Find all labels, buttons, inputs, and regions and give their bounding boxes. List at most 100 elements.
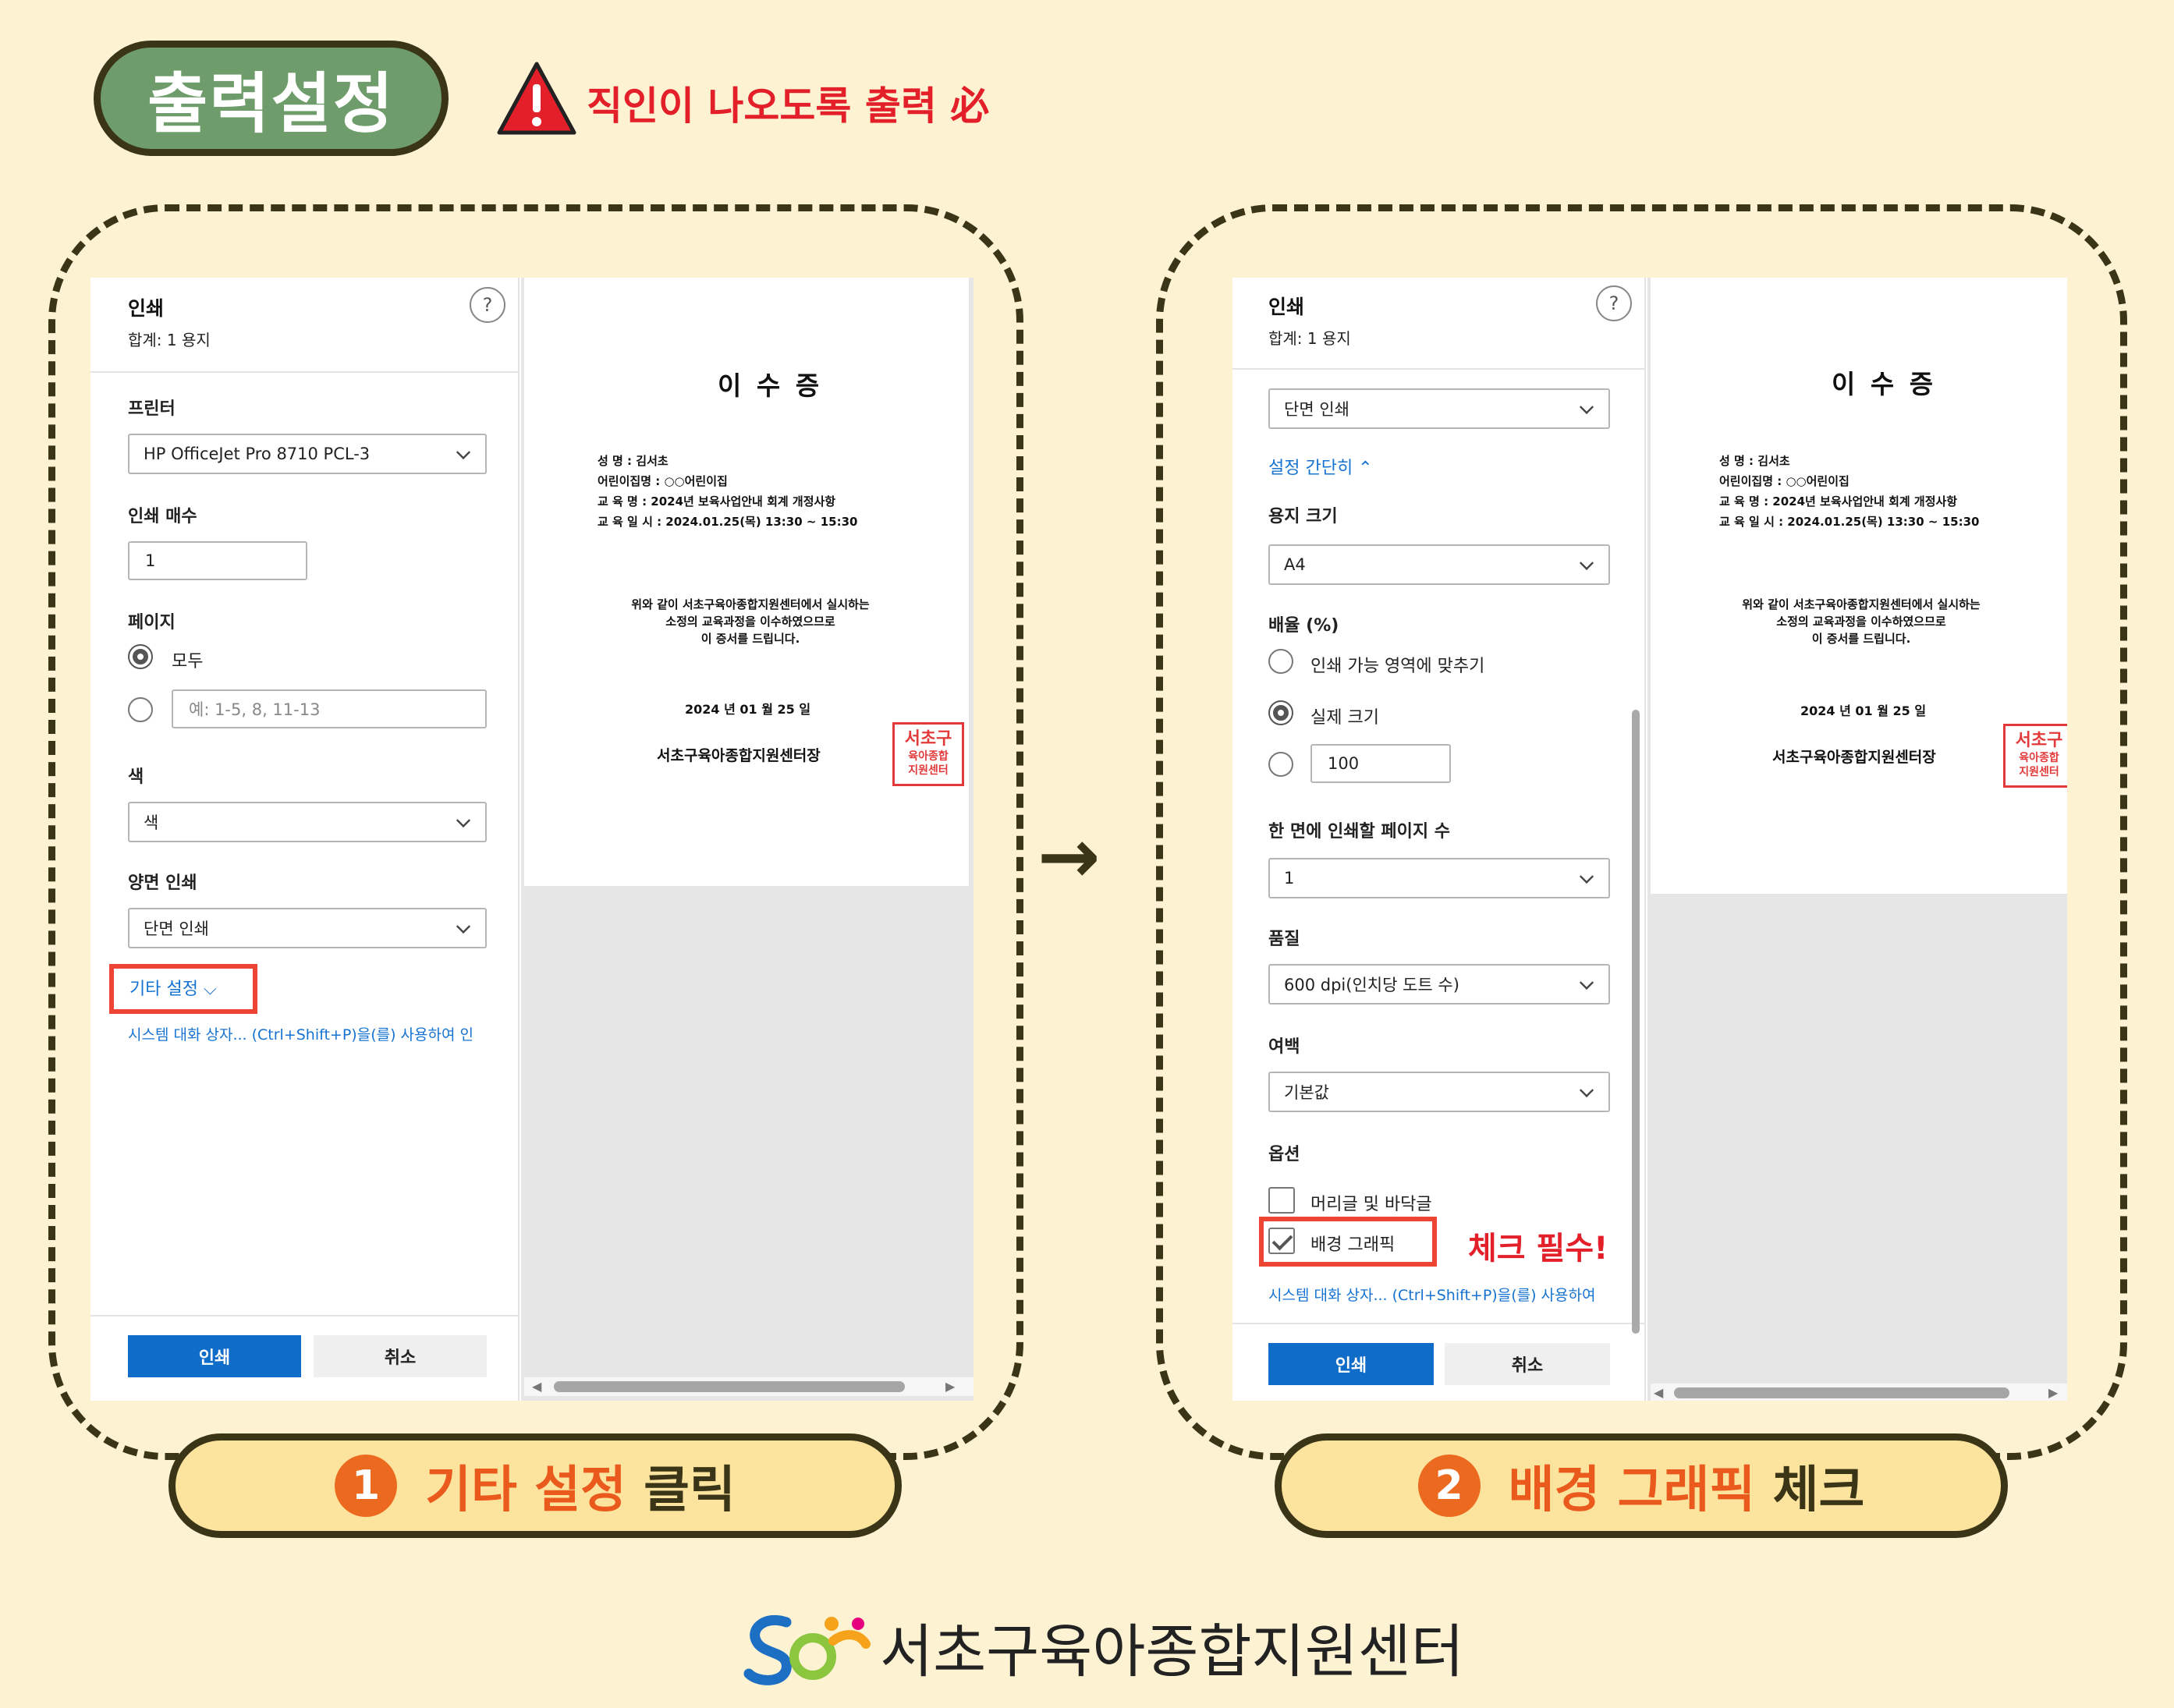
- scale-custom-radio[interactable]: [1268, 752, 1293, 777]
- cancel-button[interactable]: 취소: [314, 1335, 487, 1377]
- certificate-date: 2024 년 01 월 25 일: [685, 702, 811, 717]
- certificate-daycare: 어린이집명 : ○○어린이집: [1719, 474, 1849, 488]
- background-graphics-label: 배경 그래픽: [1310, 1235, 1396, 1255]
- footer-logo: 서초구육아종합지원센터: [741, 1605, 1464, 1689]
- scroll-left-icon[interactable]: ◀: [1654, 1385, 1664, 1400]
- system-dialog-link[interactable]: 시스템 대화 상자... (Ctrl+Shift+P)을(를) 사용하여 인: [128, 1026, 473, 1044]
- quality-label: 품질: [1268, 930, 1300, 949]
- pages-per-sheet-select[interactable]: 1: [1268, 858, 1610, 898]
- scale-fit-label: 인쇄 가능 영역에 맞추기: [1310, 657, 1485, 676]
- certificate-date: 2024 년 01 월 25 일: [1800, 703, 1927, 718]
- pages-custom-radio[interactable]: [128, 697, 153, 722]
- print-settings-sidebar: 인쇄 합계: 1 용지 ? 단면 인쇄 설정 간단히 ⌃ 용지 크기 A4 배율…: [1232, 278, 1646, 1401]
- paper-size-label: 용지 크기: [1268, 507, 1338, 526]
- page-title: 출력설정: [147, 65, 395, 142]
- chevron-down-icon: [1579, 555, 1594, 571]
- pages-range-input[interactable]: 예: 1-5, 8, 11-13: [172, 689, 487, 728]
- chevron-down-icon: [456, 813, 471, 828]
- warning-text: 직인이 나오도록 출력 必: [587, 83, 990, 129]
- background-graphics-checkbox[interactable]: [1268, 1228, 1295, 1254]
- chevron-down-icon: [1579, 399, 1594, 415]
- divider: [1232, 368, 1646, 370]
- pages-all-radio[interactable]: [128, 644, 153, 669]
- printer-label: 프린터: [128, 399, 176, 419]
- chevron-down-icon: [456, 919, 471, 934]
- margins-select[interactable]: 기본값: [1268, 1072, 1610, 1112]
- certificate-name: 성 명 : 김서초: [598, 454, 669, 468]
- print-settings-sidebar: 인쇄 합계: 1 용지 ? 프린터 HP OfficeJet Pro 8710 …: [90, 278, 520, 1401]
- step2-number-badge: 2: [1417, 1455, 1481, 1517]
- dialog-title: 인쇄: [128, 297, 165, 320]
- certificate-title: 이 수 증: [718, 370, 823, 401]
- preview-scrollbar-thumb[interactable]: [554, 1381, 905, 1392]
- system-dialog-link[interactable]: 시스템 대화 상자... (Ctrl+Shift+P)을(를) 사용하여: [1268, 1287, 1596, 1304]
- duplex-select[interactable]: 단면 인쇄: [128, 908, 487, 948]
- chevron-down-icon: [1579, 869, 1594, 884]
- official-seal-icon: 서초구 육아종합 지원센터: [2003, 724, 2067, 788]
- help-icon[interactable]: ?: [470, 287, 505, 323]
- color-label: 색: [128, 767, 144, 787]
- chevron-down-icon: [1579, 975, 1594, 990]
- certificate-course: 교 육 명 : 2024년 보육사업안내 회계 개정사항: [1719, 494, 1958, 509]
- step1-text: 기타 설정 클릭: [425, 1462, 736, 1519]
- dialog-title: 인쇄: [1268, 296, 1305, 318]
- official-seal-icon: 서초구 육아종합 지원센터: [892, 722, 964, 786]
- pages-per-sheet-label: 한 면에 인쇄할 페이지 수: [1268, 822, 1451, 842]
- certificate-datetime: 교 육 일 시 : 2024.01.25(목) 13:30 ~ 15:30: [1719, 515, 1980, 529]
- sheet-count: 합계: 1 용지: [1268, 329, 1351, 348]
- sidebar-scrollbar[interactable]: [1632, 710, 1640, 1334]
- org-name: 서초구육아종합지원센터: [880, 1618, 1464, 1685]
- preview-scrollbar-thumb[interactable]: [1674, 1387, 2009, 1398]
- step1-number-badge: 1: [335, 1455, 398, 1517]
- scale-fit-radio[interactable]: [1268, 649, 1293, 674]
- scale-actual-label: 실제 크기: [1310, 708, 1379, 728]
- scroll-left-icon[interactable]: ◀: [532, 1379, 542, 1394]
- headers-footers-checkbox[interactable]: [1268, 1187, 1295, 1214]
- more-settings-link[interactable]: 기타 설정 ⌵: [129, 980, 217, 999]
- certificate-body: 위와 같이 서초구육아종합지원센터에서 실시하는 소정의 교육과정을 이수하였으…: [631, 597, 870, 646]
- check-required-note: 체크 필수!: [1468, 1231, 1608, 1267]
- title-badge: 출력설정: [94, 41, 449, 156]
- chevron-down-icon: [1579, 1083, 1594, 1098]
- certificate-name: 성 명 : 김서초: [1719, 454, 1790, 468]
- print-dialog-screenshot-1: 이 수 증 성 명 : 김서초 어린이집명 : ○○어린이집 교 육 명 : 2…: [90, 278, 974, 1401]
- certificate-daycare: 어린이집명 : ○○어린이집: [598, 474, 728, 488]
- scale-actual-radio[interactable]: [1268, 700, 1293, 725]
- duplex-label: 양면 인쇄: [128, 873, 197, 893]
- certificate-issuer: 서초구육아종합지원센터장: [1772, 749, 1936, 766]
- cancel-button[interactable]: 취소: [1445, 1343, 1610, 1385]
- certificate-title: 이 수 증: [1832, 369, 1937, 399]
- fewer-settings-link[interactable]: 설정 간단히 ⌃: [1268, 459, 1373, 478]
- divider: [90, 1315, 520, 1316]
- scale-label: 배율 (%): [1268, 616, 1339, 636]
- step2-text: 배경 그래픽 체크: [1508, 1462, 1865, 1519]
- print-button[interactable]: 인쇄: [128, 1335, 301, 1377]
- copies-input[interactable]: 1: [128, 541, 307, 580]
- color-select[interactable]: 색: [128, 802, 487, 842]
- seocho-logo-icon: [743, 1614, 871, 1685]
- paper-size-select[interactable]: A4: [1268, 544, 1610, 585]
- certificate-course: 교 육 명 : 2024년 보육사업안내 회계 개정사항: [598, 494, 836, 509]
- divider: [90, 371, 520, 373]
- certificate-preview: 이 수 증 성 명 : 김서초 어린이집명 : ○○어린이집 교 육 명 : 2…: [1651, 278, 2067, 894]
- scroll-right-icon[interactable]: ▶: [2048, 1385, 2059, 1400]
- certificate-preview: 이 수 증 성 명 : 김서초 어린이집명 : ○○어린이집 교 육 명 : 2…: [524, 278, 969, 886]
- quality-select[interactable]: 600 dpi(인치당 도트 수): [1268, 964, 1610, 1005]
- pages-all-label: 모두: [172, 652, 204, 672]
- print-dialog-screenshot-2: 이 수 증 성 명 : 김서초 어린이집명 : ○○어린이집 교 육 명 : 2…: [1232, 278, 2067, 1401]
- duplex-select[interactable]: 단면 인쇄: [1268, 388, 1610, 429]
- certificate-body: 위와 같이 서초구육아종합지원센터에서 실시하는 소정의 교육과정을 이수하였으…: [1742, 597, 1981, 646]
- scroll-right-icon[interactable]: ▶: [945, 1379, 956, 1394]
- certificate-datetime: 교 육 일 시 : 2024.01.25(목) 13:30 ~ 15:30: [598, 515, 858, 529]
- pages-label: 페이지: [128, 613, 176, 633]
- print-button[interactable]: 인쇄: [1268, 1343, 1434, 1385]
- help-icon[interactable]: ?: [1596, 285, 1632, 321]
- sheet-count: 합계: 1 용지: [128, 331, 211, 349]
- step1-caption: 1 기타 설정 클릭: [168, 1433, 902, 1538]
- printer-select[interactable]: HP OfficeJet Pro 8710 PCL-3: [128, 434, 487, 474]
- chevron-down-icon: [456, 445, 471, 460]
- headers-footers-label: 머리글 및 바닥글: [1310, 1195, 1432, 1214]
- copies-label: 인쇄 매수: [128, 507, 197, 526]
- scale-custom-input[interactable]: 100: [1310, 744, 1451, 783]
- divider: [1232, 1323, 1646, 1324]
